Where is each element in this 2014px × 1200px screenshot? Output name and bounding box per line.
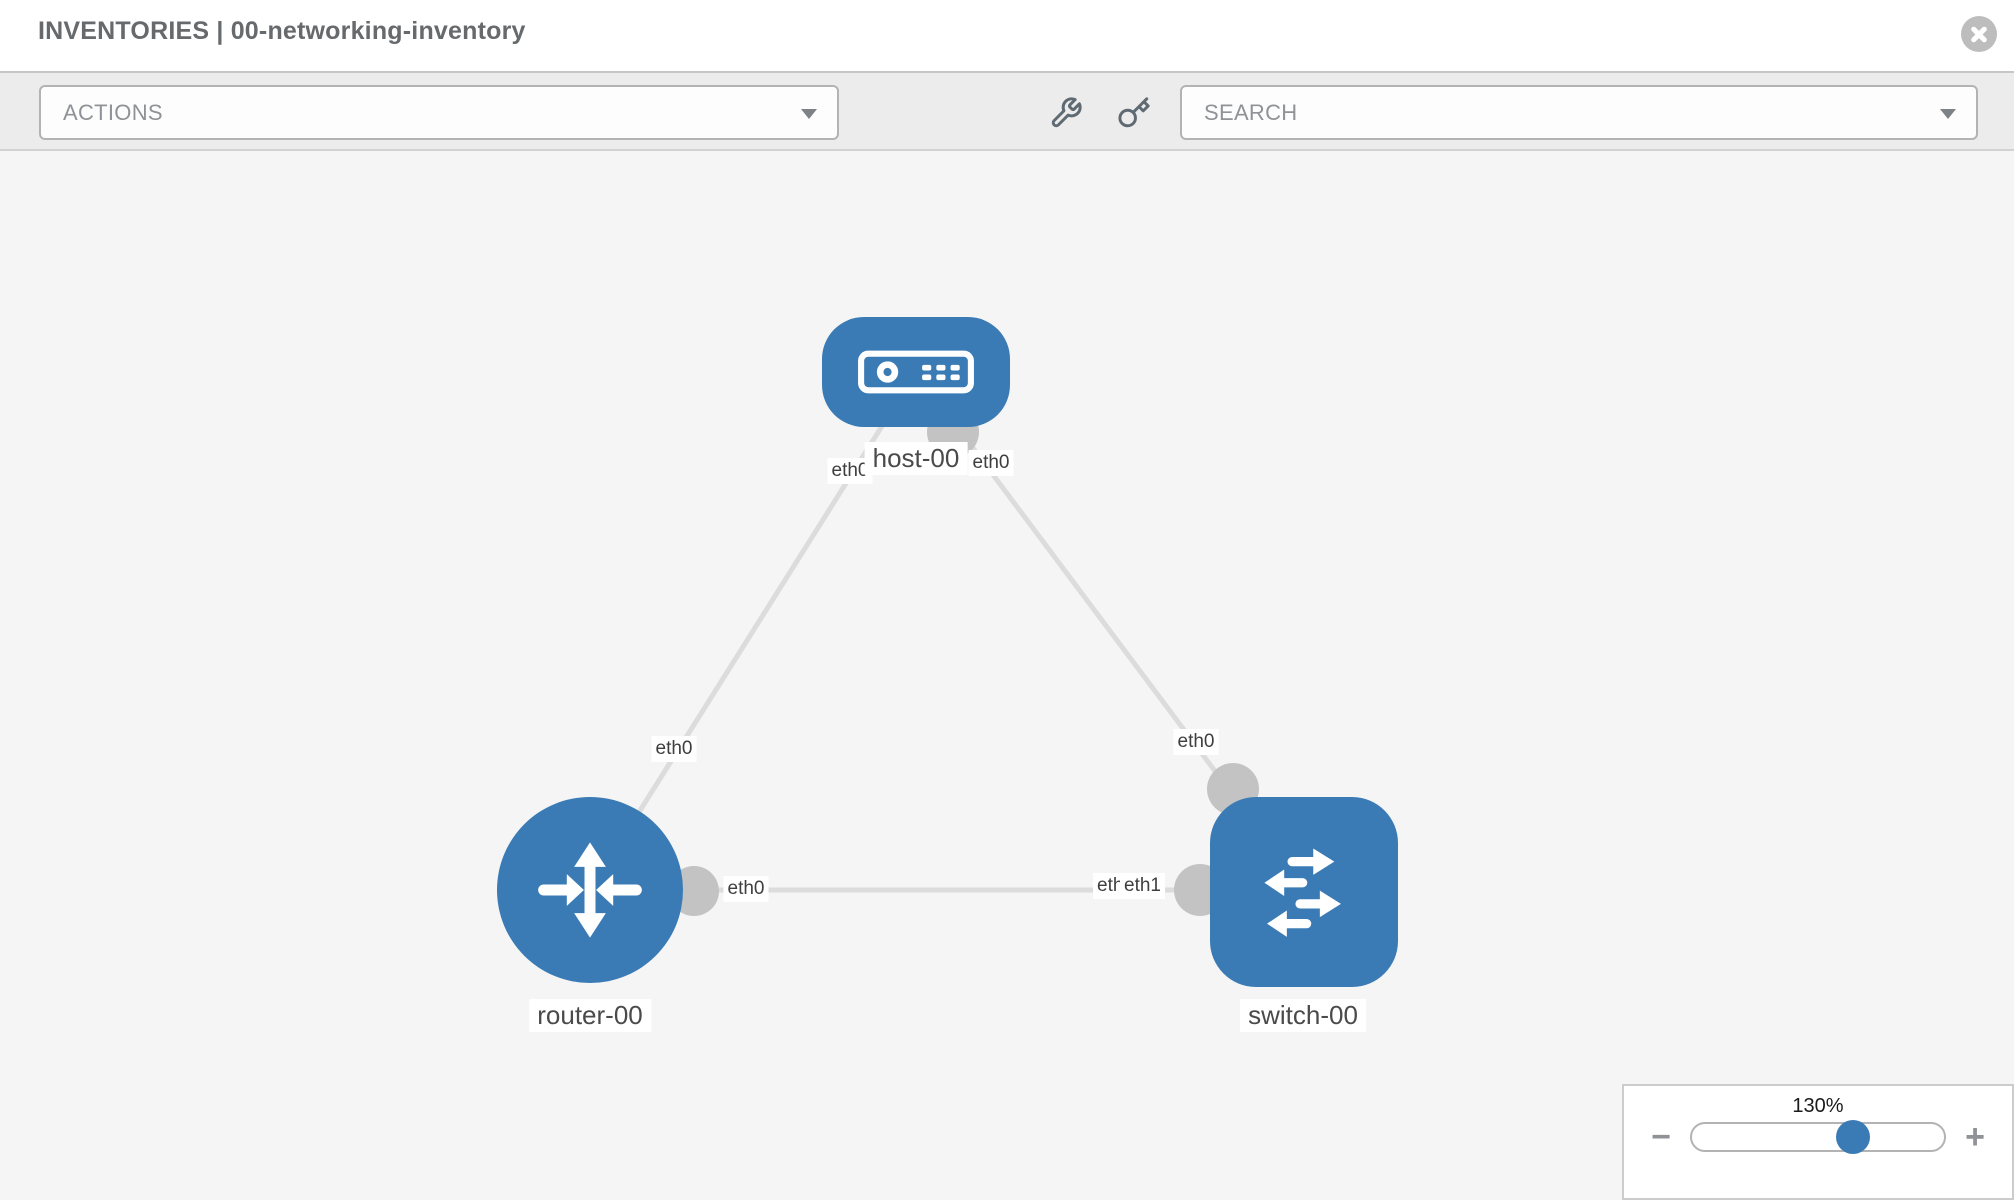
zoom-level-label: 130%: [1792, 1095, 1844, 1117]
page-title: INVENTORIES | 00-networking-inventory: [38, 17, 526, 45]
node-switch[interactable]: [1210, 797, 1398, 987]
node-host[interactable]: [822, 317, 1010, 427]
wrench-icon: [1051, 97, 1082, 128]
topology-canvas[interactable]: eth0 eth0 eth0 eth0 eth0 eth0 eth1 host-…: [0, 151, 2014, 1200]
node-label-switch: switch-00: [1240, 999, 1366, 1032]
actions-dropdown[interactable]: ACTIONS: [39, 85, 839, 140]
wrench-button[interactable]: [1046, 93, 1086, 133]
chevron-down-icon: [1940, 108, 1956, 119]
topology-links-layer: [587, 370, 1307, 916]
chevron-down-icon: [801, 108, 817, 119]
zoom-in-button[interactable]: +: [1958, 1120, 1992, 1154]
host-icon: [858, 350, 974, 394]
if-label-router-eth0: eth0: [723, 876, 769, 902]
node-router[interactable]: [497, 797, 683, 983]
header: INVENTORIES | 00-networking-inventory: [0, 0, 2014, 71]
zoom-slider[interactable]: [1690, 1120, 1946, 1154]
node-label-router: router-00: [529, 999, 651, 1032]
close-button[interactable]: [1961, 16, 1997, 52]
key-button[interactable]: [1114, 93, 1154, 133]
if-label-link-switch-eth0: eth0: [1173, 729, 1219, 755]
if-label-host-eth0-right: eth0: [968, 450, 1014, 476]
actions-dropdown-label: ACTIONS: [63, 99, 163, 125]
switch-icon: [1264, 848, 1341, 937]
zoom-control-panel: 130% − +: [1622, 1084, 2014, 1200]
node-label-host: host-00: [864, 442, 968, 475]
router-icon: [538, 842, 642, 938]
search-placeholder: SEARCH: [1204, 99, 1298, 125]
if-label-switch-eth1: eth1: [1120, 873, 1165, 899]
zoom-slider-handle[interactable]: [1836, 1120, 1871, 1154]
zoom-out-button[interactable]: −: [1644, 1120, 1678, 1154]
toolbar: ACTIONS SEARCH: [0, 71, 2014, 151]
search-dropdown[interactable]: SEARCH: [1180, 85, 1978, 140]
if-label-link-router-eth0: eth0: [651, 736, 697, 762]
close-icon: [1961, 16, 1997, 52]
key-icon: [1118, 97, 1150, 128]
